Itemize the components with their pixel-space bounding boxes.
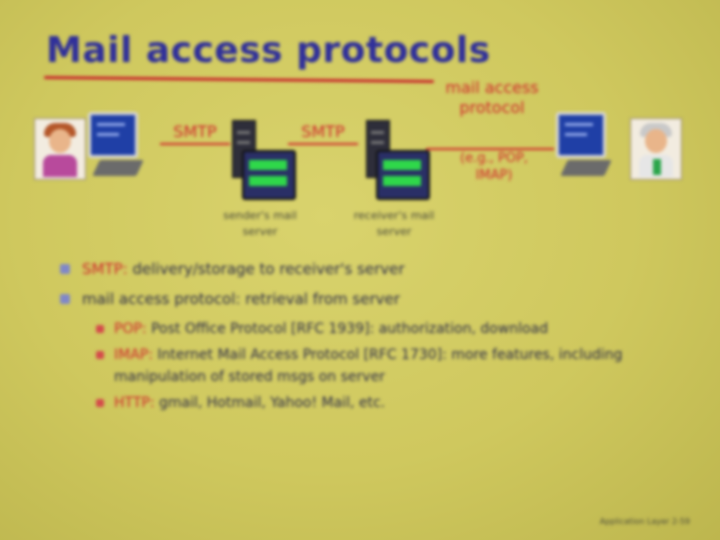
sub-bullet-item: HTTP: gmail, Hotmail, Yahoo! Mail, etc. bbox=[56, 392, 676, 414]
access-link-line bbox=[426, 148, 554, 150]
access-protocol-label: mail access protocol bbox=[445, 78, 539, 117]
sub-bullet-text: Internet Mail Access Protocol [RFC 1730]… bbox=[114, 347, 623, 385]
receiver-server-label: receiver's mail server bbox=[353, 209, 435, 238]
sub-bullet-keyword: POP: bbox=[114, 321, 147, 337]
access-protocol-examples: (e.g., POP, IMAP) bbox=[460, 151, 528, 183]
sub-bullet-item: IMAP: Internet Mail Access Protocol [RFC… bbox=[56, 344, 676, 388]
slide-title: Mail access protocols bbox=[46, 30, 491, 71]
link2-protocol-label: SMTP bbox=[288, 122, 358, 145]
sub-bullet-marker-icon bbox=[96, 325, 104, 333]
title-underline bbox=[43, 75, 435, 84]
slide-footer: Application Layer 2-59 bbox=[599, 517, 690, 526]
sub-bullet-text: Post Office Protocol [RFC 1939]: authori… bbox=[146, 321, 549, 337]
sender-server-label: sender's mail server bbox=[223, 209, 297, 238]
bullet-text: mail access protocol: retrieval from ser… bbox=[82, 290, 400, 308]
sub-bullet-keyword: IMAP: bbox=[114, 347, 153, 363]
sender-person-icon bbox=[34, 118, 86, 180]
sender-user-agent-icon bbox=[88, 112, 152, 182]
bullet-text: delivery/storage to receiver's server bbox=[127, 260, 405, 278]
sub-bullet-marker-icon bbox=[96, 399, 104, 407]
link1-protocol-label: SMTP bbox=[160, 122, 230, 145]
receiver-mail-server-icon bbox=[366, 120, 430, 200]
bullet-item: mail access protocol: retrieval from ser… bbox=[56, 288, 676, 310]
sub-bullet-keyword: HTTP: bbox=[114, 395, 155, 411]
bullet-marker-icon bbox=[60, 294, 70, 304]
receiver-user-agent-icon bbox=[556, 112, 620, 182]
sub-bullet-marker-icon bbox=[96, 351, 104, 359]
sender-mail-server-icon bbox=[232, 120, 296, 200]
bullet-item: SMTP: delivery/storage to receiver's ser… bbox=[56, 258, 676, 280]
receiver-person-icon bbox=[630, 118, 682, 180]
sub-bullet-item: POP: Post Office Protocol [RFC 1939]: au… bbox=[56, 318, 676, 340]
bullet-keyword: SMTP: bbox=[82, 260, 128, 278]
sub-bullet-text: gmail, Hotmail, Yahoo! Mail, etc. bbox=[154, 395, 386, 411]
bullet-list: SMTP: delivery/storage to receiver's ser… bbox=[56, 258, 676, 418]
bullet-marker-icon bbox=[60, 264, 70, 274]
